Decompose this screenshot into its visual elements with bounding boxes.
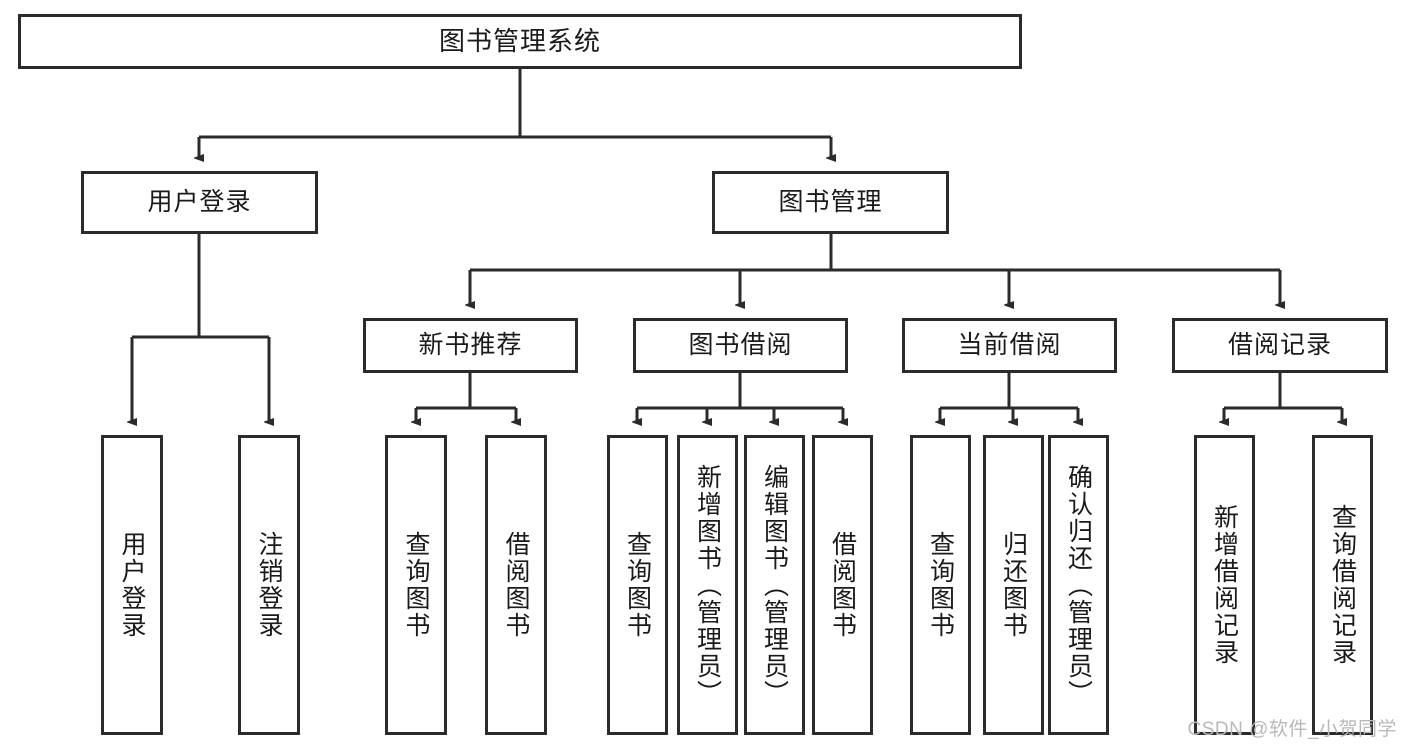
node-leaf-query-book-2-label: 查询图书 (623, 531, 652, 639)
node-leaf-query-record[interactable]: 查询借阅记录 (1312, 435, 1373, 735)
node-current-borrow[interactable]: 当前借阅 (902, 318, 1117, 373)
node-leaf-user-login[interactable]: 用户登录 (101, 435, 163, 735)
node-leaf-query-book-3-label: 查询图书 (926, 531, 955, 639)
node-current-borrow-label: 当前借阅 (957, 331, 1062, 360)
node-leaf-query-book-1[interactable]: 查询图书 (385, 435, 447, 735)
node-user-login[interactable]: 用户登录 (81, 171, 318, 234)
node-user-login-label: 用户登录 (147, 188, 252, 217)
node-leaf-query-book-2[interactable]: 查询图书 (607, 435, 668, 735)
node-leaf-borrow-book-2[interactable]: 借阅图书 (812, 435, 873, 735)
node-book-borrow[interactable]: 图书借阅 (633, 318, 848, 373)
node-leaf-edit-book[interactable]: 编辑图书（管理员） (744, 435, 805, 735)
node-leaf-borrow-book-1-label: 借阅图书 (502, 531, 530, 639)
node-book-manage[interactable]: 图书管理 (712, 171, 949, 234)
node-leaf-query-book-3[interactable]: 查询图书 (910, 435, 971, 735)
node-leaf-borrow-book-1[interactable]: 借阅图书 (485, 435, 547, 735)
node-new-book-rec[interactable]: 新书推荐 (363, 318, 578, 373)
node-leaf-query-book-1-label: 查询图书 (402, 531, 430, 639)
node-leaf-user-logout[interactable]: 注销登录 (238, 435, 300, 735)
node-leaf-add-record[interactable]: 新增借阅记录 (1194, 435, 1255, 735)
node-book-borrow-label: 图书借阅 (688, 331, 793, 360)
node-leaf-add-record-label: 新增借阅记录 (1210, 504, 1239, 666)
node-book-manage-label: 图书管理 (778, 188, 883, 217)
node-leaf-add-book-label: 新增图书（管理员） (693, 463, 722, 707)
node-leaf-return-book[interactable]: 归还图书 (983, 435, 1044, 735)
node-leaf-user-logout-label: 注销登录 (255, 531, 283, 639)
node-leaf-query-record-label: 查询借阅记录 (1328, 504, 1357, 666)
node-leaf-return-book-label: 归还图书 (999, 531, 1028, 639)
node-borrow-record-label: 借阅记录 (1227, 331, 1332, 360)
node-leaf-borrow-book-2-label: 借阅图书 (828, 531, 857, 639)
node-new-book-rec-label: 新书推荐 (418, 331, 523, 360)
node-root-label: 图书管理系统 (438, 25, 601, 56)
csdn-watermark: CSDN @软件_小贺同学 (1187, 719, 1397, 740)
node-leaf-edit-book-label: 编辑图书（管理员） (760, 463, 789, 707)
node-root[interactable]: 图书管理系统 (18, 14, 1022, 69)
node-leaf-confirm-return[interactable]: 确认归还（管理员） (1048, 435, 1109, 735)
node-leaf-user-login-label: 用户登录 (118, 531, 146, 639)
node-leaf-confirm-return-label: 确认归还（管理员） (1064, 463, 1093, 707)
node-borrow-record[interactable]: 借阅记录 (1172, 318, 1388, 373)
node-leaf-add-book[interactable]: 新增图书（管理员） (677, 435, 738, 735)
